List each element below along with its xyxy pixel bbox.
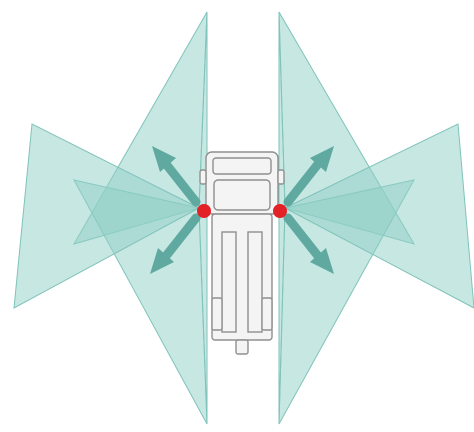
right-horizontal-coverage-zone bbox=[283, 123, 474, 309]
rear-left-wheel bbox=[211, 297, 223, 331]
direction-arrows bbox=[150, 146, 334, 274]
truck-hitch bbox=[235, 339, 249, 355]
left-horizontal-coverage-zone bbox=[13, 123, 201, 309]
truck-cargo-left bbox=[221, 231, 237, 333]
arrow-down-right-icon bbox=[283, 213, 334, 274]
arrow-up-left-icon bbox=[152, 146, 201, 207]
truck-top-view-icon bbox=[199, 151, 285, 355]
right-sensor-dot-icon bbox=[273, 204, 287, 218]
truck-roof bbox=[213, 179, 271, 211]
right-coverage-group bbox=[278, 11, 474, 425]
left-sensor-dot-icon bbox=[197, 204, 211, 218]
arrow-up-right-icon bbox=[283, 146, 334, 207]
left-mirror bbox=[199, 169, 207, 185]
truck-cargo-right bbox=[247, 231, 263, 333]
truck-windshield bbox=[212, 157, 272, 175]
left-coverage-group bbox=[13, 11, 208, 425]
arrow-down-left-icon bbox=[150, 213, 201, 274]
right-mirror bbox=[277, 169, 285, 185]
rear-right-wheel bbox=[261, 297, 273, 331]
